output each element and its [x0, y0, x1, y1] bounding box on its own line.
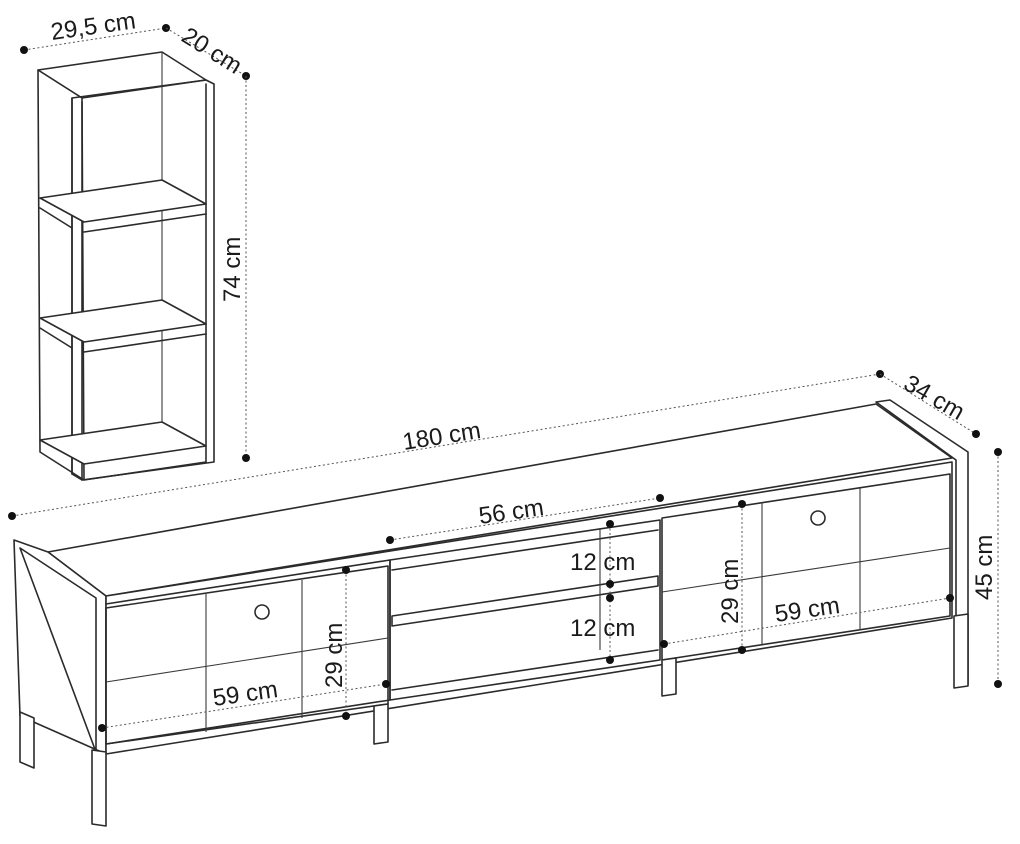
tv-unit-legs [19, 613, 969, 827]
tv-height-label: 45 cm [971, 535, 998, 600]
upper-compartment-label: 12 cm [570, 549, 635, 576]
right-drawer-height-label: 29 cm [717, 559, 744, 624]
tv-dimensions [8, 370, 1002, 732]
tv-length-label: 180 cm [401, 417, 483, 456]
center-compartment [389, 519, 661, 701]
right-drawer-knob [810, 510, 826, 526]
shelf-height-label: 74 cm [219, 237, 246, 302]
shelf-dimensions [20, 24, 250, 462]
shelf-width-label: 29,5 cm [49, 7, 137, 46]
right-drawer-block [661, 473, 951, 661]
left-drawer-height-label: 29 cm [321, 623, 348, 688]
wall-shelf-unit [37, 51, 215, 481]
lower-compartment-label: 12 cm [570, 615, 635, 642]
left-drawer-block [105, 565, 389, 745]
tv-unit [13, 399, 969, 827]
left-drawer-knob [254, 604, 270, 620]
